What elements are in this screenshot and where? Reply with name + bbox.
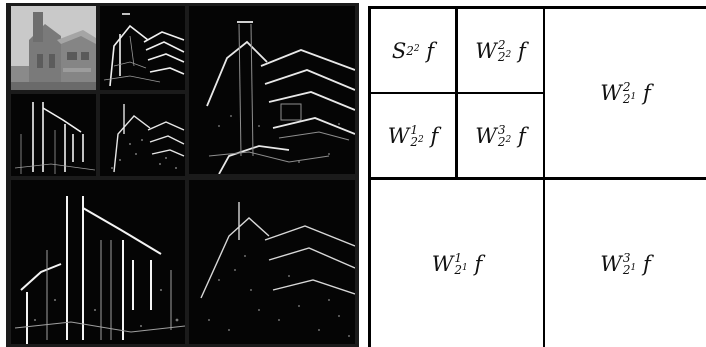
panel-detail-level1-horizontal [189,6,355,174]
label-subscript: 22 [410,134,424,149]
grid-major-vertical [543,6,545,347]
panel-detail-level1-vertical [11,180,185,344]
label-base: W [475,123,497,148]
label-subscript: 22 [497,49,512,64]
label-base: W [475,38,497,63]
label-subscript: 21 [622,92,637,106]
edge-image-level2-diagonal [100,94,185,176]
label-superscript: 3 [622,250,631,265]
label-function: f [474,251,483,276]
label-subscript-exponent: 2 [505,49,512,60]
label-subscript-base: 2 [497,49,506,64]
label-subscript-exponent: 1 [630,262,637,273]
label-base: W [600,251,622,276]
label-function: f [517,123,526,148]
decomposition-image-block [6,3,359,347]
label-subscript-base: 2 [622,92,631,106]
label-base: S [391,38,407,63]
label-superscript: 2 [622,80,631,94]
label-subscript: 21 [622,262,637,277]
edge-image-level1-diagonal [189,180,355,344]
label-subscript: 21 [454,262,468,277]
grid-minor-horizontal [368,92,545,94]
edge-image-level2-vertical [11,94,96,176]
label-superscript: 2 [497,37,506,52]
label-subscript-exponent: 2 [413,43,420,54]
label-subscript: 22 [406,44,419,58]
label-subscript-exponent: 1 [630,92,637,102]
house-approximation-image [11,6,96,90]
label-function: f [517,38,526,63]
edge-image-level1-vertical [11,180,185,344]
label-subscript-exponent: 1 [462,262,468,273]
panel-detail-level2-diagonal [100,94,185,176]
panel-approximation [11,6,96,90]
panel-detail-level1-diagonal [189,180,355,344]
edge-image-level1-horizontal [189,6,355,174]
label-function: f [430,123,439,148]
grid-border-left [368,6,371,347]
label-subscript-base: 2 [454,262,463,277]
label-subscript-base: 2 [497,134,506,149]
panel-detail-level2-vertical [11,94,96,176]
label-superscript: 1 [454,250,463,265]
label-subscript-exponent: 2 [505,134,512,145]
label-function: f [426,38,435,63]
edge-image-level2-horizontal [100,6,185,90]
label-subscript-exponent: 2 [418,134,424,145]
label-base: W [600,81,622,105]
label-superscript: 3 [497,122,506,137]
label-subscript-base: 2 [410,134,419,149]
label-superscript: 1 [410,122,419,137]
label-base: W [387,123,410,148]
label-base: W [431,251,454,276]
label-subscript-base: 2 [622,262,631,277]
label-function: f [642,251,651,276]
label-subscript: 22 [497,134,512,149]
label-subscript-base: 2 [406,43,414,58]
label-function: f [642,81,651,105]
grid-border-top [368,6,706,9]
panel-detail-level2-horizontal [100,6,185,90]
grid-major-horizontal [368,177,706,180]
